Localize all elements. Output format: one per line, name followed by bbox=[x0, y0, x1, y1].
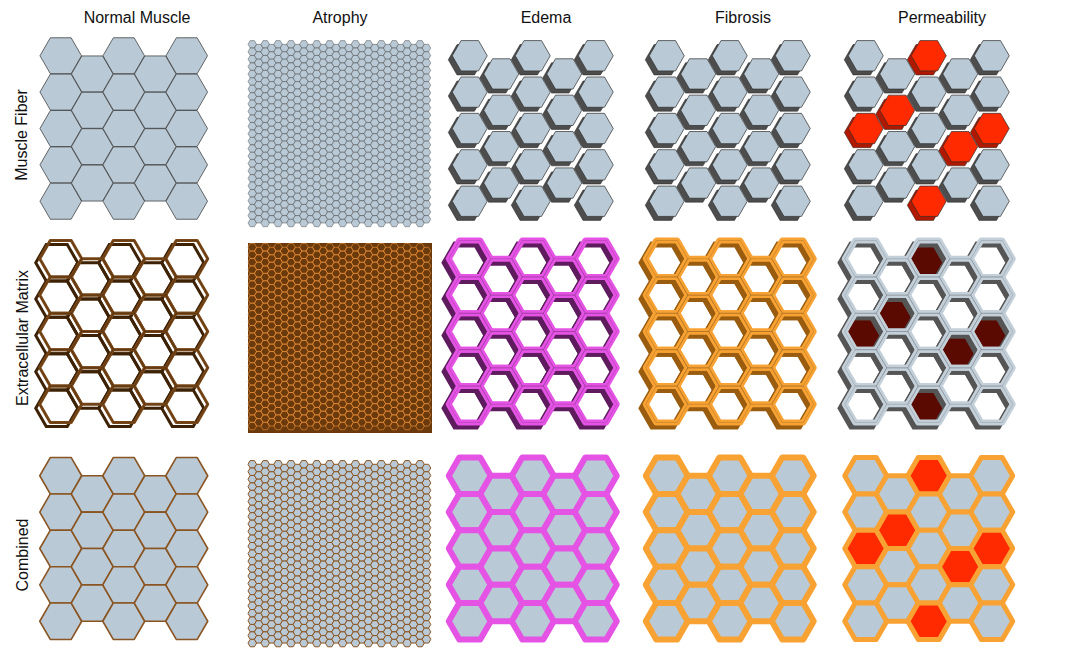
matrix-wall-edge bbox=[71, 368, 113, 404]
matrix-wall bbox=[422, 404, 431, 411]
matrix-wall bbox=[422, 359, 431, 366]
muscle-fiber-hexagon bbox=[422, 59, 431, 66]
muscle-fiber-hexagon bbox=[422, 208, 431, 215]
muscle-fiber-hexagon bbox=[166, 74, 208, 110]
matrix-wall bbox=[422, 262, 431, 269]
muscle-fiber-hexagon bbox=[422, 96, 431, 103]
muscle-fiber-hexagon bbox=[422, 52, 431, 59]
muscle-fiber-hexagon bbox=[422, 67, 431, 74]
muscle-fiber-hexagon bbox=[422, 134, 431, 141]
matrix-wall bbox=[166, 241, 208, 277]
matrix-wall-edge bbox=[103, 277, 145, 313]
matrix-wall-edge bbox=[134, 332, 176, 368]
matrix-wall bbox=[422, 389, 431, 396]
matrix-wall-edge bbox=[166, 241, 208, 277]
muscle-fiber-panel bbox=[248, 41, 431, 227]
muscle-fiber-hexagon bbox=[166, 110, 208, 146]
matrix-wall bbox=[422, 277, 431, 284]
matrix-wall bbox=[166, 313, 208, 349]
muscle-fiber-hexagon bbox=[422, 119, 431, 126]
matrix-wall-edge bbox=[134, 259, 176, 295]
muscle-fiber-hexagon bbox=[422, 141, 431, 148]
matrix-wall bbox=[422, 381, 431, 388]
matrix-wall-edge bbox=[40, 350, 82, 386]
matrix-wall bbox=[422, 411, 431, 418]
muscle-fiber-hexagon bbox=[422, 186, 431, 193]
muscle-fiber-hexagon bbox=[422, 104, 431, 111]
combined-hexagon bbox=[166, 494, 208, 530]
matrix-wall-edge bbox=[166, 386, 208, 422]
matrix-wall-edge bbox=[103, 350, 145, 386]
combined-hexagon bbox=[166, 530, 208, 566]
muscle-fiber-hexagon bbox=[166, 147, 208, 183]
muscle-fiber-hexagon bbox=[166, 38, 208, 74]
matrix-wall bbox=[166, 386, 208, 422]
matrix-ground bbox=[248, 243, 432, 433]
matrix-wall bbox=[422, 329, 431, 336]
matrix-wall bbox=[422, 292, 431, 299]
muscle-fiber-hexagon bbox=[422, 193, 431, 200]
matrix-wall bbox=[166, 277, 208, 313]
muscle-fiber-hexagon bbox=[422, 178, 431, 185]
muscle-fiber-hexagon bbox=[422, 171, 431, 178]
muscle-fiber-hexagon bbox=[422, 44, 431, 51]
matrix-wall-edge bbox=[71, 295, 113, 331]
muscle-fiber-hexagon bbox=[422, 126, 431, 133]
matrix-wall bbox=[422, 352, 431, 359]
matrix-wall-edge bbox=[103, 313, 145, 349]
matrix-wall bbox=[422, 396, 431, 403]
muscle-fiber-hexagon bbox=[422, 164, 431, 171]
combined-hexagon bbox=[166, 567, 208, 603]
muscle-fiber-hexagon bbox=[422, 216, 431, 223]
matrix-wall-edge bbox=[134, 295, 176, 331]
matrix-wall bbox=[422, 314, 431, 321]
muscle-fiber-hexagon bbox=[422, 201, 431, 208]
matrix-wall-edge bbox=[103, 241, 145, 277]
muscle-fiber-hexagon bbox=[422, 74, 431, 81]
matrix-wall-edge bbox=[40, 386, 82, 422]
matrix-wall-edge bbox=[40, 241, 82, 277]
matrix-wall bbox=[422, 307, 431, 314]
matrix-wall-edge bbox=[40, 277, 82, 313]
muscle-fiber-panel bbox=[40, 38, 208, 220]
matrix-wall-edge bbox=[71, 332, 113, 368]
matrix-wall bbox=[422, 285, 431, 292]
matrix-wall bbox=[422, 344, 431, 351]
combined-panel bbox=[40, 458, 208, 640]
matrix-wall bbox=[422, 270, 431, 277]
combined-hexagon bbox=[166, 603, 208, 639]
muscle-fiber-hexagon bbox=[422, 149, 431, 156]
matrix-wall-edge bbox=[71, 259, 113, 295]
matrix-wall-edge bbox=[40, 313, 82, 349]
matrix-wall-edge bbox=[134, 368, 176, 404]
muscle-fiber-hexagon bbox=[422, 82, 431, 89]
muscle-fiber-hexagon bbox=[422, 89, 431, 96]
matrix-panel bbox=[248, 243, 432, 433]
matrix-wall bbox=[422, 374, 431, 381]
matrix-wall bbox=[166, 350, 208, 386]
matrix-wall bbox=[422, 419, 431, 426]
combined-panel bbox=[248, 461, 431, 647]
matrix-wall bbox=[422, 366, 431, 373]
muscle-fiber-hexagon bbox=[422, 156, 431, 163]
matrix-wall-edge bbox=[103, 386, 145, 422]
matrix-wall-edge bbox=[166, 313, 208, 349]
muscle-fiber-hexagon bbox=[422, 111, 431, 118]
matrix-wall bbox=[422, 299, 431, 306]
matrix-wall bbox=[422, 247, 431, 254]
muscle-fiber-hexagon bbox=[166, 183, 208, 219]
matrix-wall bbox=[422, 322, 431, 329]
matrix-wall-edge bbox=[166, 277, 208, 313]
matrix-wall-edge bbox=[166, 350, 208, 386]
combined-hexagon bbox=[166, 458, 208, 494]
matrix-panel bbox=[36, 241, 208, 427]
matrix-wall bbox=[422, 255, 431, 262]
matrix-wall bbox=[422, 337, 431, 344]
